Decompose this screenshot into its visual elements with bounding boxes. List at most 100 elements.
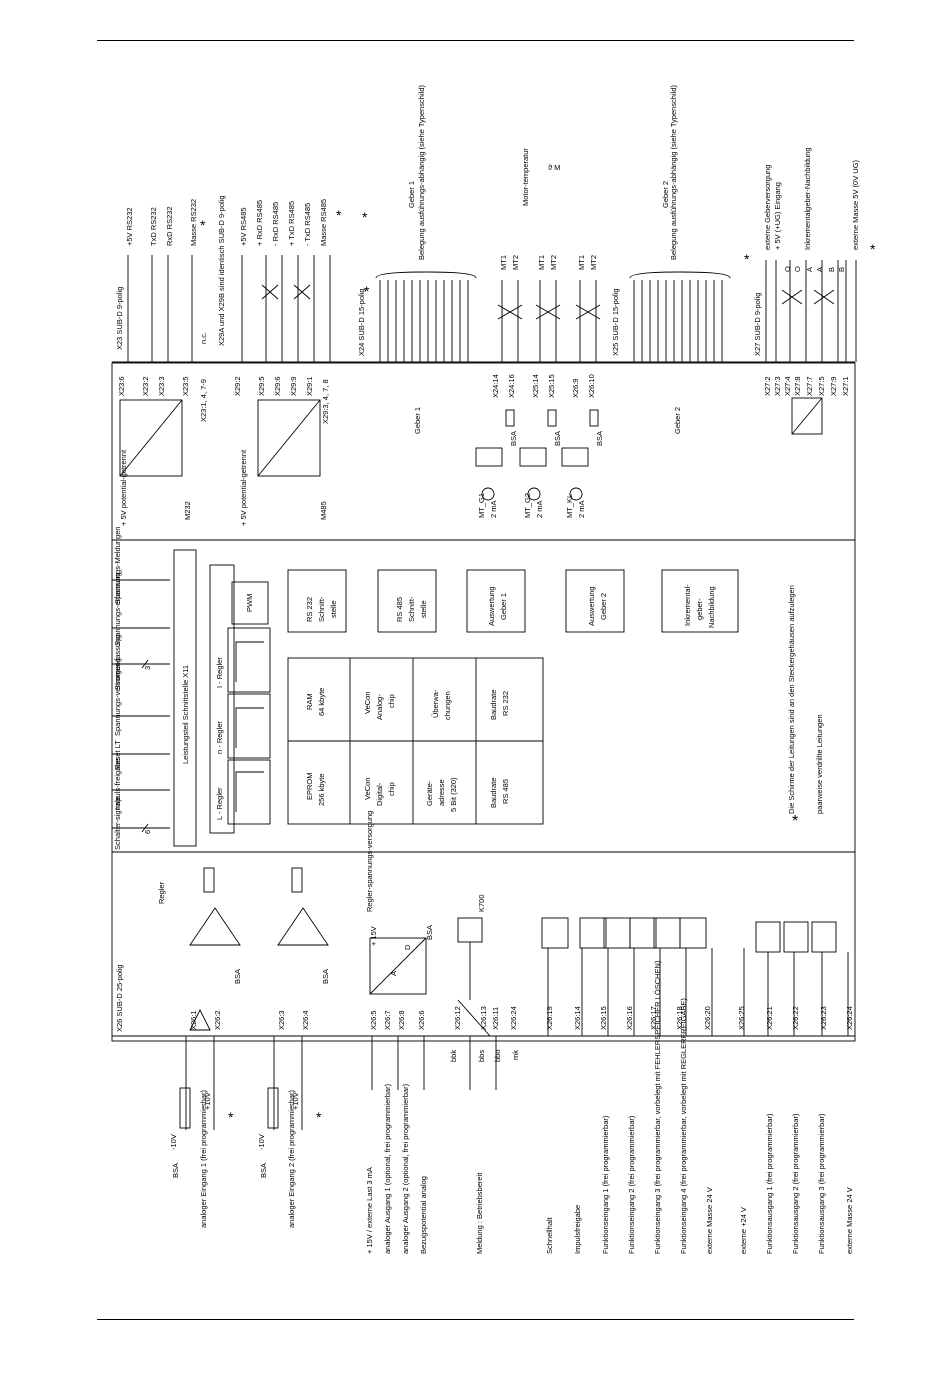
x27-ch-o2: O: [793, 266, 802, 272]
x24-pin-16: X24:16: [507, 374, 516, 398]
mem-vecon-d2: Digital-: [375, 782, 384, 806]
x25-pin-14: X25:14: [531, 374, 540, 398]
x26-pin-11: X26:11: [491, 1007, 500, 1030]
x26-pin-7: X26:7: [383, 1010, 392, 1030]
n-regler: n - Regler: [215, 721, 224, 754]
star-ain1: *: [228, 1109, 234, 1125]
x26-sig-masse2: externe Masse 24 V: [845, 1187, 854, 1254]
if-rs232b: Schnitt-: [317, 596, 326, 622]
x26-sig-15v: + 15V / externe Last 3 mA: [365, 1167, 374, 1254]
x26-pin-24b: X26:24: [845, 1006, 854, 1030]
x25-assignment: Belegung ausführungs-abhängig (siehe Typ…: [669, 85, 678, 260]
x25-mt1: MT1: [537, 255, 546, 270]
x27-ch-a2: A: [815, 267, 824, 272]
x26-pin-6: X26:6: [417, 1010, 426, 1030]
mem-addr: Geräte-: [425, 780, 434, 806]
x26-sig-meldung: Meldung : Betriebsbereit: [475, 1172, 484, 1254]
x29-ground: M485: [319, 501, 328, 520]
star-x23: *: [200, 217, 206, 233]
x29-sig-rxdp: + RxD RS485: [255, 200, 264, 246]
star-x29: *: [336, 207, 342, 223]
x26-pin-15: X26:15: [599, 1006, 608, 1030]
mem-addr3: 5 Bit (320): [449, 777, 458, 812]
footnote-star: Die Schirme der Leitungen sind an den St…: [787, 585, 796, 814]
star-x24b: *: [364, 283, 370, 299]
x29-sig-txdm: - TxD RS485: [303, 203, 312, 246]
bsa-5: BSA: [259, 1163, 268, 1178]
x27-sig-inkr: Inkrementalgeber-Nachbildung: [803, 147, 812, 250]
i-regler: I - Regler: [215, 657, 224, 688]
x26-pin-12: X26:12: [453, 1006, 462, 1030]
x25-pin-15: X25:15: [547, 374, 556, 398]
x26-pin-22: X26:22: [791, 1006, 800, 1030]
mem-vecon-d3: chip: [387, 782, 396, 796]
footnote-twisted: paarweise verdrillte Leitungen: [815, 714, 824, 814]
x27-ch-b1: B: [827, 267, 836, 272]
x26-pin-18: X26:18: [675, 1006, 684, 1030]
x29-pin-2: X29:2: [233, 376, 242, 396]
v10p-2: +10V: [291, 1092, 300, 1110]
x26-sig-fe2: Funktionseingang 2 (frei programmierbar): [627, 1115, 636, 1254]
top-label-schaltersignale: Schalter-signale: [113, 796, 122, 850]
kl-mt-signal: MT_KL: [565, 494, 574, 518]
power-section-title: Leistungsteil Schnittstelle X11: [181, 665, 190, 764]
x26-pin-1: X26:1: [189, 1010, 198, 1030]
x23-pin-2: X23:2: [141, 376, 150, 396]
x23-note: X29A und X29B sind identisch SUB-D 9-pol…: [217, 195, 226, 346]
x26-sig-fe1: Funktionseingang 1 (frei programmierbar): [601, 1115, 610, 1254]
regler-label: Regler: [157, 881, 166, 904]
x26-sig-24v: externe +24 V: [739, 1207, 748, 1254]
bsa-4: BSA: [171, 1163, 180, 1178]
mem-baud485b: RS 485: [501, 779, 510, 804]
if-geber1: Auswertung: [487, 586, 496, 626]
mem-baud232b: RS 232: [501, 691, 510, 716]
contact-mk: mk: [511, 1050, 520, 1060]
mem-ram: RAM: [305, 693, 314, 710]
x26-sig-fa3: Funktionsausgang 3 (frei programmierbar): [817, 1113, 826, 1254]
x27-pin-7: X27:7: [805, 376, 814, 396]
x23-sig-rxd: RxD RS232: [165, 206, 174, 246]
dac-d: D: [403, 944, 412, 950]
bsa-1: BSA: [233, 969, 242, 984]
dac-a: A: [389, 971, 398, 976]
x26-sig-ain2: analoger Eingang 2 (frei programmierbar): [287, 1090, 296, 1228]
count-3: 3: [143, 666, 152, 670]
kl-pin-10: X26:10: [587, 374, 596, 398]
regler-supply-label: Regler-spannungs-versorgung: [365, 811, 374, 912]
x27-pin-5: X27:5: [817, 376, 826, 396]
x27-pin-1: X27:1: [841, 376, 850, 396]
x27-pin-2: X27:2: [763, 376, 772, 396]
x27-pin-8: X27:8: [793, 376, 802, 396]
x26-sig-fe3: Funktionseingang 3 (frei programmierbar,…: [653, 960, 662, 1254]
kl-mt2: MT2: [589, 255, 598, 270]
mem-vecon-d: VeCon: [363, 777, 372, 800]
x27-ch-a1: A: [805, 267, 814, 272]
star-x25: *: [744, 251, 750, 267]
mem-baud232: Baudrate: [489, 690, 498, 720]
bottom-rule: [97, 1319, 854, 1320]
v10m-1: -10V: [169, 1134, 178, 1150]
x27-pin-9: X27:9: [829, 376, 838, 396]
x26-pin-5: X26:5: [369, 1010, 378, 1030]
x27-pin-4: X27:4: [783, 376, 792, 396]
x26-sig-ain1: analoger Eingang 1 (frei programmierbar): [199, 1090, 208, 1228]
mem-addr2: adresse: [437, 779, 446, 806]
mem-vecon-a: VeCon: [363, 691, 372, 714]
top-label-meldungen: Spannungs-Meldungen: [113, 526, 122, 604]
x27-ch-b2: B: [837, 267, 846, 272]
x26-sig-masse1: externe Masse 24 V: [705, 1187, 714, 1254]
x26-pin-2: X26:2: [213, 1010, 222, 1030]
x23-pin-nc: X23:1, 4, 7-9: [199, 379, 208, 422]
x29-supply: + 5V potential-getrennt: [239, 449, 248, 526]
x23-ground: M232: [183, 501, 192, 520]
l-regler: L - Regler: [215, 787, 224, 820]
x29-pin-5: X29:5: [257, 376, 266, 396]
x23-pin-5: X23:5: [181, 376, 190, 396]
mem-ram-size: 64 kbyte: [317, 688, 326, 716]
x24-encoder-name: Geber 1: [413, 407, 422, 434]
x25-current: 2 mA: [535, 500, 544, 518]
x26-sig-fa2: Funktionsausgang 2 (frei programmierbar): [791, 1113, 800, 1254]
x24-mt-signal: MT_G1: [477, 493, 486, 518]
x25-encoder-name: Geber 2: [673, 407, 682, 434]
